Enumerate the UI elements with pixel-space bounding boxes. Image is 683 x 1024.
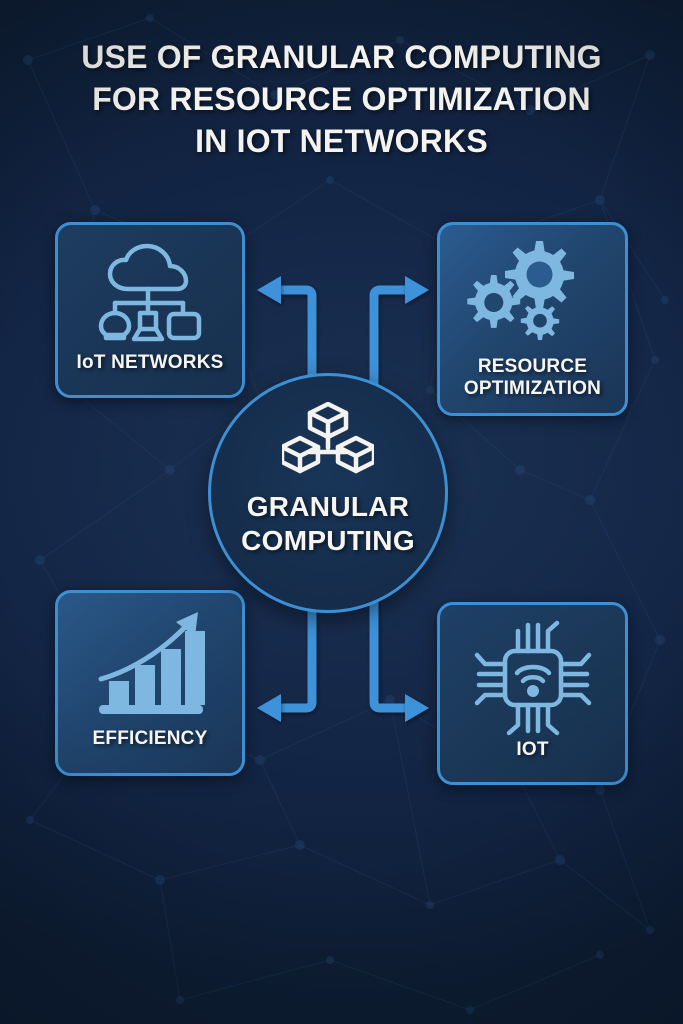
card-label-resource-optimization-line2: OPTIMIZATION — [463, 377, 602, 399]
connector-center-to-iot — [369, 596, 414, 713]
arrowhead-right-top — [405, 276, 429, 304]
card-iot-networks[interactable]: IoT NETWORKS — [55, 222, 245, 398]
cloud-network-devices-icon — [58, 243, 242, 343]
arrowhead-left-bottom — [257, 694, 281, 722]
wifi-chip-icon — [440, 619, 625, 737]
card-resource-optimization[interactable]: RESOURCE OPTIMIZATION — [437, 222, 628, 416]
growth-bar-chart-icon — [58, 609, 242, 725]
gears-icon — [440, 239, 625, 351]
center-node-label: GRANULAR COMPUTING — [241, 490, 415, 558]
card-efficiency[interactable]: EFFICIENCY — [55, 590, 245, 776]
arrowhead-left-top — [257, 276, 281, 304]
card-label-resource-optimization-line1: RESOURCE — [477, 356, 588, 378]
center-node-granular-computing[interactable]: GRANULAR COMPUTING — [208, 373, 448, 613]
center-label-line-1: GRANULAR — [246, 491, 410, 522]
card-label-resource-optimization: RESOURCE OPTIMIZATION — [422, 356, 643, 399]
connector-center-to-efficiency — [272, 596, 317, 713]
title-line-2: FOR RESOURCE OPTIMIZATION — [92, 81, 591, 118]
connected-cubes-icon — [282, 402, 374, 478]
connector-center-to-resource-optimization — [369, 285, 414, 392]
title-line-3: IN IOT NETWORKS — [195, 123, 488, 160]
card-label-efficiency: EFFICIENCY — [92, 727, 208, 749]
title-line-1: USE OF GRANULAR COMPUTING — [81, 39, 602, 75]
page-title: USE OF GRANULAR COMPUTING FOR RESOURCE O… — [0, 36, 683, 163]
card-iot[interactable]: IOT — [437, 602, 628, 785]
card-label-iot: IOT — [516, 738, 549, 760]
center-label-line-2: COMPUTING — [241, 525, 415, 557]
card-label-iot-networks: IoT NETWORKS — [76, 351, 224, 373]
arrowhead-right-bottom — [405, 694, 429, 722]
